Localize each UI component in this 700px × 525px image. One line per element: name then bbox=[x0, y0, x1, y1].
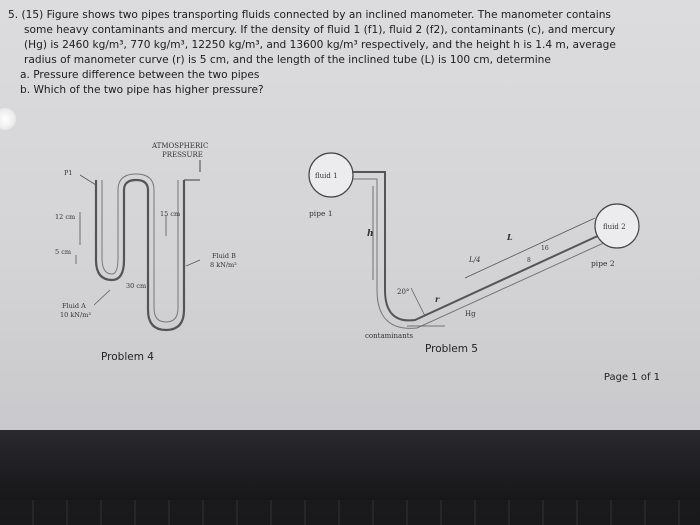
dim-12cm: 12 cm bbox=[55, 213, 75, 221]
question-line-4: radius of manometer curve (r) is 5 cm, a… bbox=[24, 54, 551, 66]
pipe2-label: pipe 2 bbox=[591, 259, 615, 268]
manometer-inner-tube bbox=[101, 173, 179, 323]
quarter-mark-a: 16 bbox=[541, 245, 549, 252]
r-label: r bbox=[435, 294, 440, 304]
question-part-b: b. Which of the two pipe has higher pres… bbox=[20, 84, 264, 96]
pipe1-circle bbox=[308, 152, 354, 198]
document-screen: 5. (15) Figure shows two pipes transport… bbox=[0, 0, 700, 430]
dim-30cm: 30 cm bbox=[126, 282, 146, 290]
dim-5cm: 5 cm bbox=[55, 248, 71, 256]
question-line-2: some heavy contaminants and mercury. If … bbox=[24, 24, 616, 36]
fluid-a-label-2: 10 kN/m³ bbox=[60, 311, 91, 319]
screen-glare bbox=[0, 108, 16, 130]
question-text: 5. (15) Figure shows two pipes transport… bbox=[8, 8, 692, 98]
fluid-b-label-1: Fluid B bbox=[212, 252, 236, 260]
fluid1-label: fluid 1 bbox=[315, 172, 338, 180]
dim-15cm: 15 cm bbox=[160, 210, 180, 218]
fluid-b-label-2: 8 kN/m³ bbox=[210, 261, 237, 269]
pipe1-label: pipe 1 bbox=[309, 209, 333, 218]
p1-label: P1 bbox=[64, 169, 73, 177]
question-part-a: a. Pressure difference between the two p… bbox=[20, 69, 260, 81]
quarter-mark-b: 8 bbox=[527, 257, 531, 264]
keyboard-strip bbox=[0, 500, 700, 525]
p1-pointer bbox=[79, 174, 97, 186]
l-dimension-line bbox=[464, 217, 596, 279]
angle-label: 20° bbox=[397, 288, 409, 296]
problem5-caption: Problem 5 bbox=[425, 343, 478, 355]
page-number: Page 1 of 1 bbox=[603, 372, 660, 383]
manometer-outer-tube bbox=[94, 178, 186, 332]
problem4-caption: Problem 4 bbox=[101, 351, 154, 363]
question-line-1: 5. (15) Figure shows two pipes transport… bbox=[8, 9, 611, 21]
radius-line bbox=[410, 287, 426, 317]
manometer-tube-outer bbox=[353, 171, 616, 322]
fluid-a-pointer bbox=[93, 289, 111, 306]
atm-label-1: ATMOSPHERIC bbox=[151, 142, 208, 150]
atm-label-2: PRESSURE bbox=[162, 151, 203, 159]
l4-label: L/4 bbox=[468, 256, 480, 264]
contaminants-label: contaminants bbox=[365, 332, 414, 340]
hg-label: Hg bbox=[465, 310, 476, 318]
question-line-3: (Hg) is 2460 kg/m³, 770 kg/m³, 12250 kg/… bbox=[24, 39, 616, 51]
problem5-diagram: fluid 1 pipe 1 h L L/4 16 8 fluid 2 pipe… bbox=[308, 152, 640, 340]
fluid-b-pointer bbox=[185, 259, 201, 267]
fluid-a-label-1: Fluid A bbox=[62, 302, 86, 310]
problem4-diagram: ATMOSPHERIC PRESSURE P1 12 cm 15 cm 5 cm… bbox=[55, 142, 237, 332]
manometer-tube-inner bbox=[353, 178, 620, 329]
fluid2-label: fluid 2 bbox=[603, 223, 626, 231]
pipe2-circle bbox=[594, 203, 640, 249]
l-label: L bbox=[506, 232, 513, 242]
h-label: h bbox=[367, 229, 374, 239]
